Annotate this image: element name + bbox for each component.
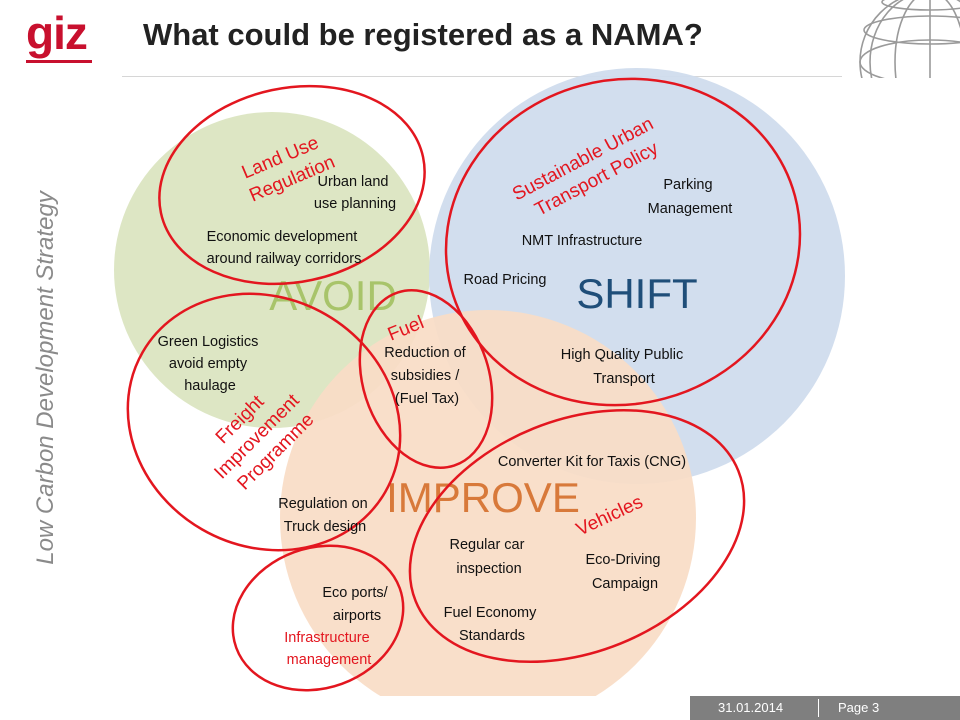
slide-title: What could be registered as a NAMA? [143,17,703,52]
infrastructure-ellipse [231,544,405,692]
land-use-ellipse [158,84,426,286]
regular-car-item: Regular car inspection [450,537,529,577]
header: giz What could be registered as a NAMA? [0,0,960,78]
giz-logo: giz [26,7,88,59]
high-quality-item: High Quality Public Transport [561,347,688,387]
road-pricing-item: Road Pricing [463,272,546,288]
eco-driving-item: Eco-Driving Campaign [586,552,665,592]
avoid-label: AVOID [269,272,397,319]
footer-separator [818,699,819,717]
urban-land-item: Urban land use planning [314,174,396,212]
eco-ports-item: Eco ports/ airports [322,585,391,624]
vehicles-ellipse [408,408,746,664]
regulation-truck-item: Regulation on Truck design [278,496,372,535]
footer-date: 31.01.2014 [718,700,784,715]
globe-icon [859,0,960,78]
avoid-circle [114,112,430,428]
economic-dev-item: Economic development around railway corr… [207,229,362,267]
fuel-ellipse [358,289,494,469]
page-number: Page 3 [838,700,880,715]
improve-label: IMPROVE [386,474,580,521]
shift-label: SHIFT [576,270,697,317]
logo-underline [26,60,92,63]
freight-ellipse [126,292,402,552]
converter-item: Converter Kit for Taxis (CNG) [498,454,686,470]
parking-item: Parking Management [648,177,733,217]
nmt-item: NMT Infrastructure [522,233,643,249]
green-logistics-item: Green Logistics avoid empty haulage [158,334,263,394]
sustainable-urban-ellipse [444,77,802,407]
fuel-economy-item: Fuel Economy Standards [444,605,541,644]
header-divider [122,76,842,77]
infrastructure-label: Infrastructure management [284,630,373,668]
footer-bar: 31.01.2014 Page 3 [0,696,960,720]
reduction-item: Reduction of subsidies / (Fuel Tax) [384,345,469,407]
footer-white-area [0,696,690,720]
